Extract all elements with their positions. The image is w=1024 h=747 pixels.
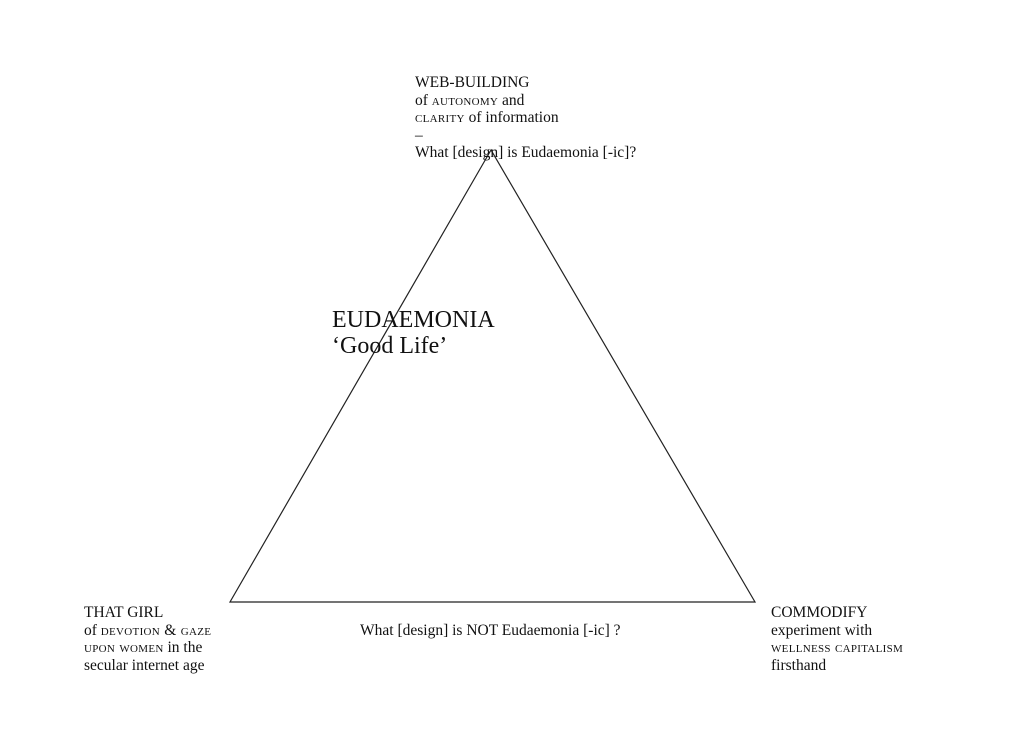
text-fragment: in the <box>163 639 203 656</box>
left-vertex-heading: THAT GIRL <box>84 604 164 621</box>
top-vertex-dash: – <box>415 126 423 144</box>
top-vertex-line-2: of autonomy and <box>415 92 636 110</box>
right-vertex-line-2: experiment with <box>771 621 873 639</box>
center-title: EUDAEMONIA <box>332 307 495 333</box>
left-vertex-line-4: secular internet age <box>84 656 205 674</box>
left-vertex-label: THAT GIRL of devotion & gaze upon women … <box>84 604 211 674</box>
right-vertex-label: COMMODIFY experiment with wellness capit… <box>771 604 903 674</box>
right-vertex-heading: COMMODIFY <box>771 604 868 621</box>
bottom-question: What [design] is NOT Eudaemonia [-ic] ? <box>360 622 621 639</box>
triangle-shape <box>228 148 757 603</box>
small-caps-term: upon women <box>84 639 164 656</box>
top-vertex-question: What [design] is Eudaemonia [-ic]? <box>415 144 637 161</box>
text-fragment: of information <box>464 109 559 126</box>
left-vertex-line-2: of devotion & gaze <box>84 622 211 640</box>
small-caps-term: clarity <box>415 109 465 126</box>
top-vertex-heading: WEB-BUILDING <box>415 74 530 91</box>
center-title-block: EUDAEMONIA ‘Good Life’ <box>332 307 495 359</box>
small-caps-term: devotion & gaze <box>100 621 212 639</box>
small-caps-term: wellness capitalism <box>771 639 904 656</box>
text-fragment: of <box>84 621 101 639</box>
right-vertex-line-4: firsthand <box>771 656 827 674</box>
text-fragment: and <box>498 91 525 109</box>
center-subtitle: ‘Good Life’ <box>332 333 448 359</box>
left-vertex-line-3: upon women in the <box>84 639 211 657</box>
text-fragment: of <box>415 91 432 109</box>
right-vertex-line-3: wellness capitalism <box>771 639 903 657</box>
top-vertex-line-3: clarity of information <box>415 109 636 127</box>
top-vertex-label: WEB-BUILDING of autonomy and clarity of … <box>415 74 636 162</box>
small-caps-term: autonomy <box>431 91 499 109</box>
